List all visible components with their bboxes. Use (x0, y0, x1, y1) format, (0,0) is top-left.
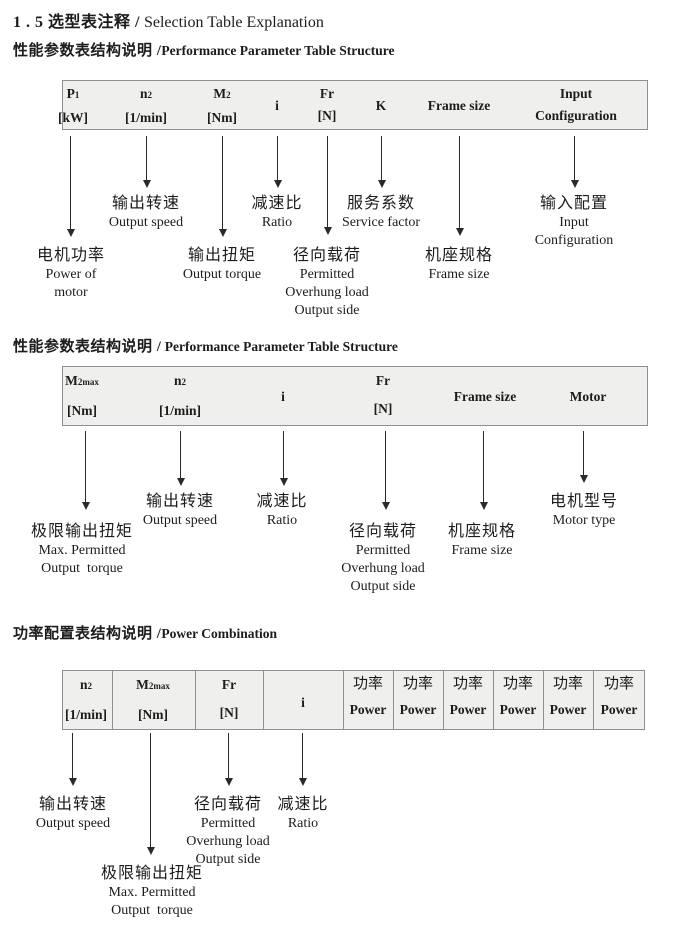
table3-divider (112, 670, 113, 730)
callout-input-configuration: 输入配置 Input Configuration (534, 195, 614, 248)
arrow-i (279, 431, 288, 486)
callout-p1: 电机功率 Power of motor (36, 247, 105, 300)
section3-heading-zh: 功率配置表结构说明 / (13, 626, 162, 642)
col-header-power-2: 功率 Power (399, 676, 437, 717)
col-header-k: K (375, 98, 387, 113)
page-title-zh: 1 . 5 选型表注释 / (13, 14, 140, 31)
arrow-fr (224, 733, 233, 786)
callout-n2: 输出转速 Output speed (35, 796, 111, 831)
page-title: 1 . 5 选型表注释 / Selection Table Explanatio… (13, 8, 324, 32)
col-header-power-6: 功率 Power (600, 676, 638, 717)
table3-divider (443, 670, 444, 730)
table3-divider (263, 670, 264, 730)
col-header-fr: Fr [N] (219, 677, 239, 720)
arrow-m2 (218, 136, 227, 237)
callout-m2: 输出扭矩 Output torque (182, 247, 262, 282)
section1-heading: 性能参数表结构说明 /Performance Parameter Table S… (13, 39, 394, 60)
col-header-motor: Motor (569, 389, 607, 404)
arrow-frame-size (455, 136, 464, 236)
col-header-frame-size: Frame size (427, 98, 491, 113)
col-header-m2: M2 [Nm] (207, 86, 237, 125)
col-header-n2: n2 [1/min] (65, 677, 107, 722)
arrow-n2 (68, 733, 77, 786)
col-header-fr: Fr [N] (317, 86, 337, 123)
callout-fr: 径向载荷 Permitted Overhung load Output side (341, 523, 425, 594)
section3-heading: 功率配置表结构说明 /Power Combination (13, 622, 277, 643)
callout-i: 减速比 Ratio (277, 796, 329, 831)
callout-i: 减速比 Ratio (251, 195, 303, 230)
col-header-fr: Fr [N] (373, 373, 393, 416)
callout-i: 减速比 Ratio (256, 493, 308, 528)
col-header-power-4: 功率 Power (499, 676, 537, 717)
arrow-input-configuration (570, 136, 579, 188)
arrow-frame-size (479, 431, 488, 510)
col-header-n2: n2 [1/min] (159, 373, 201, 418)
callout-m2max: 极限输出扭矩 Max. Permitted Output torque (30, 523, 133, 576)
arrow-i (273, 136, 282, 188)
callout-frame-size: 机座规格 Frame size (447, 523, 516, 558)
section2-table (62, 366, 648, 426)
section3-heading-en: Power Combination (161, 626, 278, 641)
arrow-i (298, 733, 307, 786)
table3-divider (593, 670, 594, 730)
callout-m2max: 极限输出扭矩 Max. Permitted Output torque (100, 865, 203, 918)
col-header-power-5: 功率 Power (549, 676, 587, 717)
arrow-n2 (142, 136, 151, 188)
callout-fr: 径向载荷 Permitted Overhung load Output side (186, 796, 270, 867)
arrow-fr (381, 431, 390, 510)
arrow-m2max (81, 431, 90, 510)
col-header-i: i (281, 389, 285, 404)
arrow-fr (323, 136, 332, 235)
callout-k: 服务系数 Service factor (341, 195, 421, 230)
section3-table (62, 670, 645, 730)
arrow-p1 (66, 136, 75, 237)
page-title-en: Selection Table Explanation (139, 14, 324, 31)
callout-frame-size: 机座规格 Frame size (424, 247, 493, 282)
table3-divider (543, 670, 544, 730)
arrow-k (377, 136, 386, 188)
section1-heading-zh: 性能参数表结构说明 / (13, 43, 162, 59)
table3-divider (493, 670, 494, 730)
callout-n2: 输出转速 Output speed (108, 195, 184, 230)
arrow-motor (579, 431, 588, 483)
col-header-i: i (275, 98, 279, 113)
callout-fr: 径向载荷 Permitted Overhung load Output side (285, 247, 369, 318)
col-header-m2max: M2max [Nm] (65, 373, 99, 418)
col-header-frame-size: Frame size (453, 389, 517, 404)
section2-heading-en: Performance Parameter Table Structure (161, 339, 398, 354)
col-header-i: i (301, 695, 305, 710)
col-header-input-configuration: Input Configuration (535, 86, 617, 123)
section1-heading-en: Performance Parameter Table Structure (161, 43, 395, 58)
table3-divider (343, 670, 344, 730)
table3-divider (393, 670, 394, 730)
table3-divider (195, 670, 196, 730)
arrow-n2 (176, 431, 185, 486)
col-header-n2: n2 [1/min] (125, 86, 167, 125)
section2-heading: 性能参数表结构说明 / Performance Parameter Table … (13, 335, 398, 356)
callout-motor: 电机型号 Motor type (549, 493, 618, 528)
section2-heading-zh: 性能参数表结构说明 / (13, 339, 162, 355)
arrow-m2max (146, 733, 155, 855)
col-header-power-1: 功率 Power (349, 676, 387, 717)
callout-n2: 输出转速 Output speed (142, 493, 218, 528)
col-header-p1: P1 [kW] (58, 86, 88, 125)
section1-table (62, 80, 648, 130)
col-header-m2max: M2max [Nm] (136, 677, 170, 722)
col-header-power-3: 功率 Power (449, 676, 487, 717)
